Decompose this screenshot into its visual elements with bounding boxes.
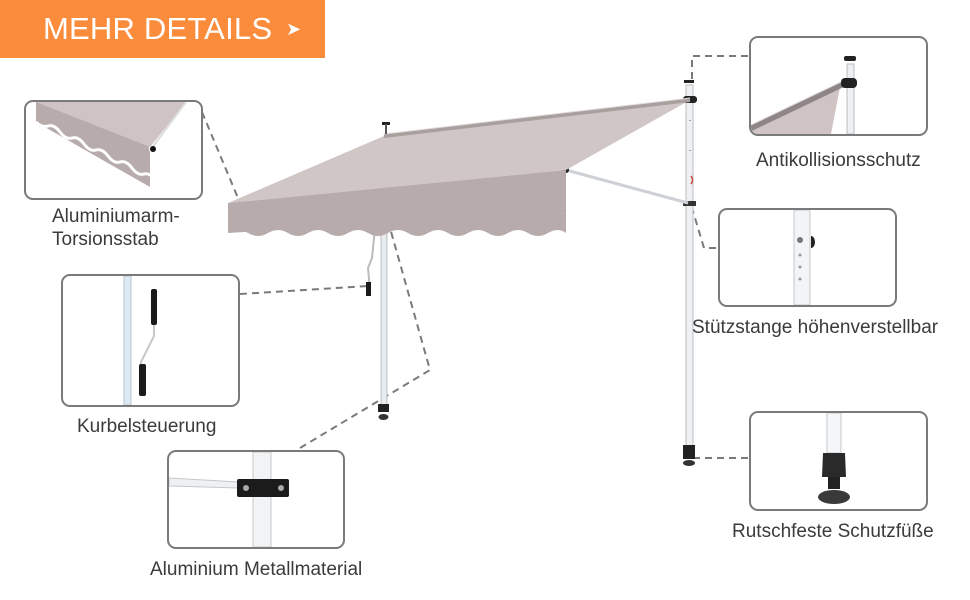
- callout-feet-label: Rutschfeste Schutzfüße: [732, 521, 934, 542]
- callout-material-label: Aluminium Metallmaterial: [150, 559, 363, 580]
- more-details-label: MEHR DETAILS: [43, 11, 273, 46]
- callout-feet-image: [749, 411, 928, 511]
- arrow-right-icon: ➤: [286, 19, 302, 39]
- callout-torsion-label-2: Torsionsstab: [52, 229, 159, 250]
- right-pole: [683, 80, 697, 466]
- leader-line-material: [299, 227, 432, 449]
- support-arm: [565, 168, 689, 205]
- more-details-button[interactable]: MEHR DETAILS ➤: [0, 0, 325, 58]
- left-pole: [366, 217, 389, 420]
- callout-torsion-label-1: Aluminiumarm-: [52, 206, 180, 227]
- feet-detail-image: [818, 413, 850, 504]
- callout-anticollision-label: Antikollisionsschutz: [756, 150, 921, 171]
- leader-lines: [201, 55, 748, 459]
- crank-detail-image: [123, 276, 157, 405]
- leader-line-pole: [691, 207, 716, 249]
- callout-material-image: [167, 450, 345, 549]
- awning-fabric: [228, 97, 691, 236]
- callout-anticollision-image: [749, 36, 928, 136]
- leader-line-anticollision: [691, 55, 748, 80]
- pole-detail-image: [793, 210, 815, 305]
- leader-line-crank: [239, 285, 369, 295]
- torsion-detail-image: [34, 102, 187, 187]
- callout-pole-label: Stützstange höhenverstellbar: [692, 317, 939, 338]
- callout-pole-image: [718, 208, 897, 307]
- callout-torsion-image: [24, 100, 203, 200]
- callout-crank-image: [61, 274, 240, 407]
- callout-crank-label: Kurbelsteuerung: [77, 416, 217, 437]
- anticollision-detail-image: [751, 56, 857, 134]
- material-detail-image: [169, 452, 289, 547]
